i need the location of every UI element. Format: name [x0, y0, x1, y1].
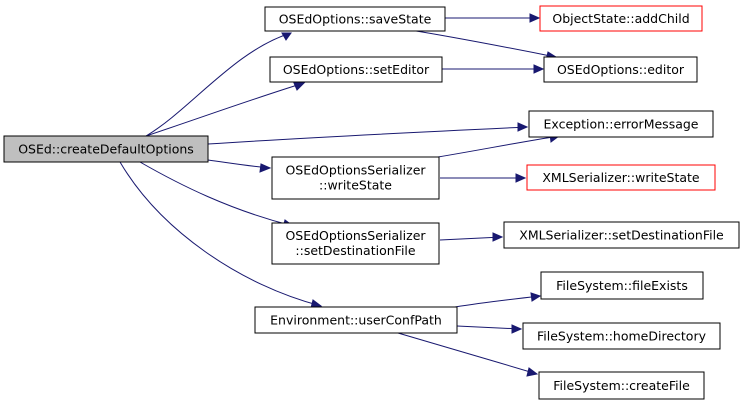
edge-userconfpath-to-homedirectory	[456, 324, 523, 334]
edge-seteditor-to-editor	[442, 64, 545, 74]
node-addchild-label: ObjectState::addChild	[552, 11, 689, 26]
node-xml-writestate[interactable]: XMLSerializer::writeState	[526, 164, 716, 191]
node-xml-setdestinationfile-label: XMLSerializer::setDestinationFile	[519, 228, 724, 243]
node-seteditor[interactable]: OSEdOptions::setEditor	[269, 56, 443, 83]
node-savestate-label: OSEdOptions::saveState	[279, 12, 432, 27]
node-createfile-label: FileSystem::createFile	[553, 378, 690, 393]
edge-serializer-writestate-to-xmlwritestate	[440, 173, 527, 183]
node-createdefaultoptions[interactable]: OSEd::createDefaultOptions	[3, 135, 209, 163]
node-userconfpath[interactable]: Environment::userConfPath	[254, 306, 458, 334]
node-addchild[interactable]: ObjectState::addChild	[539, 5, 703, 32]
node-serializer-writestate[interactable]: OSEdOptionsSerializer ::writeState	[271, 156, 440, 200]
edge-userconfpath-to-fileexists	[454, 292, 542, 308]
node-editor-label: OSEdOptions::editor	[557, 62, 685, 77]
edge-root-to-savestate	[145, 32, 292, 137]
node-xml-writestate-label: XMLSerializer::writeState	[542, 170, 700, 185]
node-serializer-setdestinationfile[interactable]: OSEdOptionsSerializer ::setDestinationFi…	[271, 222, 440, 265]
node-userconfpath-label: Environment::userConfPath	[270, 313, 442, 328]
node-serializer-writestate-label-line2: ::writeState	[319, 178, 392, 193]
edge-root-to-seteditor	[145, 82, 306, 137]
node-serializer-writestate-label-line1: OSEdOptionsSerializer	[285, 163, 426, 178]
node-homedirectory-label: FileSystem::homeDirectory	[537, 329, 707, 344]
node-editor[interactable]: OSEdOptions::editor	[543, 56, 698, 83]
edge-savestate-to-addchild	[445, 13, 541, 23]
edge-root-to-serializer-writestate	[207, 159, 272, 173]
edge-savestate-to-editor	[409, 29, 558, 61]
node-createfile[interactable]: FileSystem::createFile	[538, 371, 705, 400]
node-savestate[interactable]: OSEdOptions::saveState	[264, 6, 446, 32]
node-createdefaultoptions-label: OSEd::createDefaultOptions	[18, 142, 194, 157]
edge-serializer-setdest-to-xmlsetdest	[439, 232, 504, 242]
edge-userconfpath-to-createfile	[397, 332, 539, 377]
node-errormessage-label: Exception::errorMessage	[544, 117, 699, 132]
edge-root-to-errormessage	[207, 122, 529, 145]
node-fileexists[interactable]: FileSystem::fileExists	[540, 271, 704, 300]
edge-root-to-serializer-setdest	[139, 161, 295, 229]
node-seteditor-label: OSEdOptions::setEditor	[283, 62, 430, 77]
node-serializer-setdestinationfile-label-line1: OSEdOptionsSerializer	[285, 228, 426, 243]
node-homedirectory[interactable]: FileSystem::homeDirectory	[522, 322, 721, 350]
node-xml-setdestinationfile[interactable]: XMLSerializer::setDestinationFile	[503, 221, 740, 249]
node-fileexists-label: FileSystem::fileExists	[556, 278, 688, 293]
node-errormessage[interactable]: Exception::errorMessage	[528, 110, 714, 138]
node-serializer-setdestinationfile-label-line2: ::setDestinationFile	[295, 243, 415, 258]
